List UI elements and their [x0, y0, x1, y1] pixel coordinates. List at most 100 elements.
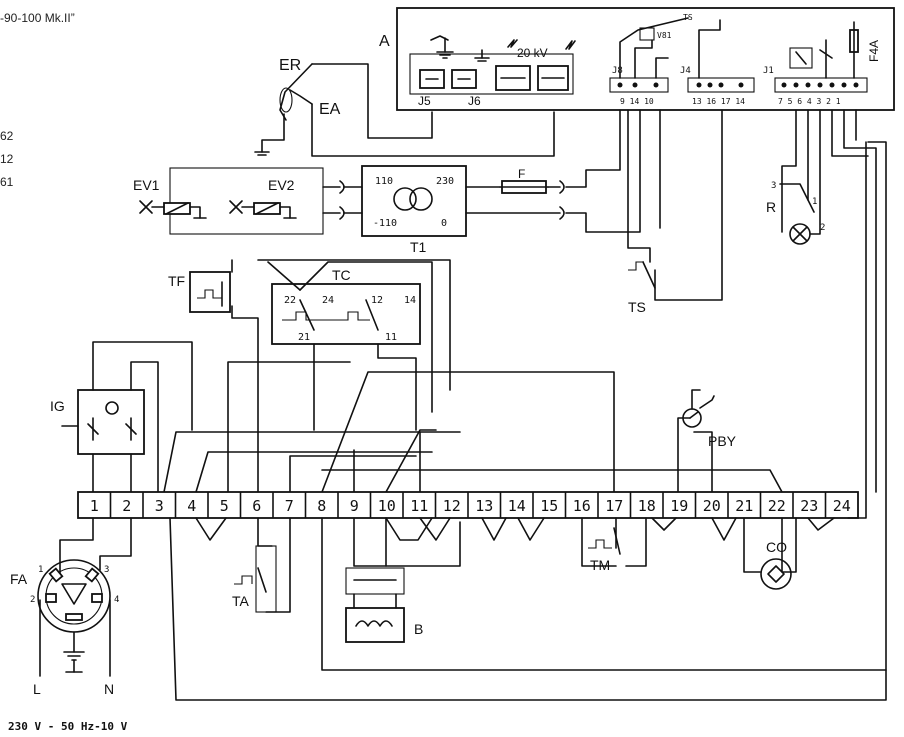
code-2: 12	[0, 152, 14, 166]
thermostat-tm: TM	[588, 527, 621, 573]
label-j6: J6	[468, 94, 481, 108]
code-1: 62	[0, 129, 14, 143]
main-switch-ig: IG	[50, 341, 193, 493]
upper-wiring	[163, 305, 783, 493]
label-ev2: EV2	[268, 177, 295, 193]
label-fa-pin4: 4	[114, 595, 119, 605]
terminal-10: 10	[378, 497, 396, 515]
tf-symbol-icon	[197, 289, 222, 299]
connector-block	[409, 53, 574, 95]
terminal-4: 4	[187, 497, 196, 515]
burner-flame-icon	[279, 87, 293, 113]
label-tc-11: 11	[385, 332, 397, 343]
terminal-15: 15	[540, 497, 558, 515]
ta-box	[255, 545, 277, 613]
ig-lamp-icon	[105, 401, 119, 415]
thermostats-tf-tc: TF TC 22 24 12 14 21 11	[168, 259, 451, 431]
terminal-9: 9	[350, 497, 359, 515]
ta-symbol-icon	[234, 575, 253, 585]
label-co: CO	[766, 539, 787, 555]
label-t1-minus110: -110	[373, 218, 397, 229]
transformer-box	[361, 165, 467, 237]
terminal-20: 20	[703, 497, 721, 515]
thermostat-ta: TA	[232, 545, 277, 613]
label-t1: T1	[410, 239, 427, 255]
label-j4: J4	[680, 66, 691, 76]
terminal-13: 13	[475, 497, 493, 515]
label-pby: PBY	[708, 433, 737, 449]
label-tm: TM	[590, 557, 610, 573]
label-j1: J1	[763, 66, 774, 76]
ground-icon	[436, 37, 454, 59]
code-3: 61	[0, 175, 14, 189]
valve-ev1-icon	[139, 200, 153, 214]
label-r-pin2: 2	[820, 223, 825, 233]
terminal-j8	[609, 77, 669, 93]
spark-icon	[565, 40, 576, 50]
thermostat-ts: TS	[627, 109, 723, 315]
terminal-2: 2	[122, 497, 131, 515]
terminal-j1	[774, 77, 868, 93]
label-fa: FA	[10, 571, 28, 587]
label-t1-0: 0	[441, 218, 447, 229]
terminal-3: 3	[155, 497, 164, 515]
relay-b-coil	[345, 607, 405, 643]
label-ta: TA	[232, 593, 250, 609]
terminal-23: 23	[800, 497, 818, 515]
thermostat-tc	[271, 283, 421, 345]
electrode-er	[279, 63, 313, 121]
gas-valves: EV1 EV2	[133, 167, 345, 235]
pump-pby: PBY	[682, 389, 737, 449]
label-fa-pin1: 1	[38, 565, 43, 575]
model-name-fragment: -90-100 Mk.II”	[0, 11, 75, 25]
terminal-18: 18	[638, 497, 656, 515]
terminal-j4	[687, 77, 755, 93]
fa-triangle-icon	[61, 583, 87, 605]
antenna-icon	[430, 35, 449, 41]
label-f4a: F4A	[867, 40, 881, 62]
control-unit-box	[396, 7, 895, 111]
tm-symbol-icon	[588, 539, 612, 549]
ts-symbol-icon	[628, 261, 644, 271]
fa-pin-ground	[65, 613, 83, 621]
terminal-5: 5	[220, 497, 229, 515]
circulator-co-icon	[760, 558, 792, 590]
label-fa-pin2: 2	[30, 595, 35, 605]
label-f: F	[518, 167, 525, 181]
lower-wiring	[59, 141, 887, 701]
terminal-16: 16	[573, 497, 591, 515]
terminal-8: 8	[317, 497, 326, 515]
fuse-f: F	[499, 109, 641, 233]
terminal-21: 21	[735, 497, 753, 515]
label-tc-12: 12	[371, 295, 383, 306]
thermostat-tf	[189, 271, 231, 313]
control-unit-a: A J5 J6 20 kV J8 9 14 10	[379, 7, 895, 111]
electrodes: ER EA	[254, 57, 555, 157]
label-ts: TS	[628, 299, 646, 315]
internal-v81	[639, 27, 655, 41]
label-20kv: 20 kV	[517, 46, 548, 60]
label-tc-24: 24	[322, 295, 334, 306]
tc-symbol-icon	[282, 311, 370, 321]
label-j5: J5	[418, 94, 431, 108]
label-r-pin1: 1	[812, 197, 817, 207]
label-j1-pins: 7 5 6 4 3 2 1	[778, 97, 841, 106]
terminal-19: 19	[670, 497, 688, 515]
switch-ig-box	[77, 389, 145, 455]
terminal-12: 12	[443, 497, 461, 515]
label-ev1: EV1	[133, 177, 160, 193]
label-tf: TF	[168, 273, 185, 289]
reset-r: R 3 1 2	[766, 109, 877, 493]
label-tc: TC	[332, 267, 351, 283]
label-ig: IG	[50, 398, 65, 414]
spark-icon	[507, 39, 518, 48]
relay-contact-icon	[819, 49, 833, 59]
terminal-17: 17	[605, 497, 623, 515]
label-t1-230: 230	[436, 176, 454, 187]
circulator-co: CO	[760, 539, 792, 590]
ground-icon	[254, 151, 270, 156]
label-tc-14: 14	[404, 295, 416, 306]
